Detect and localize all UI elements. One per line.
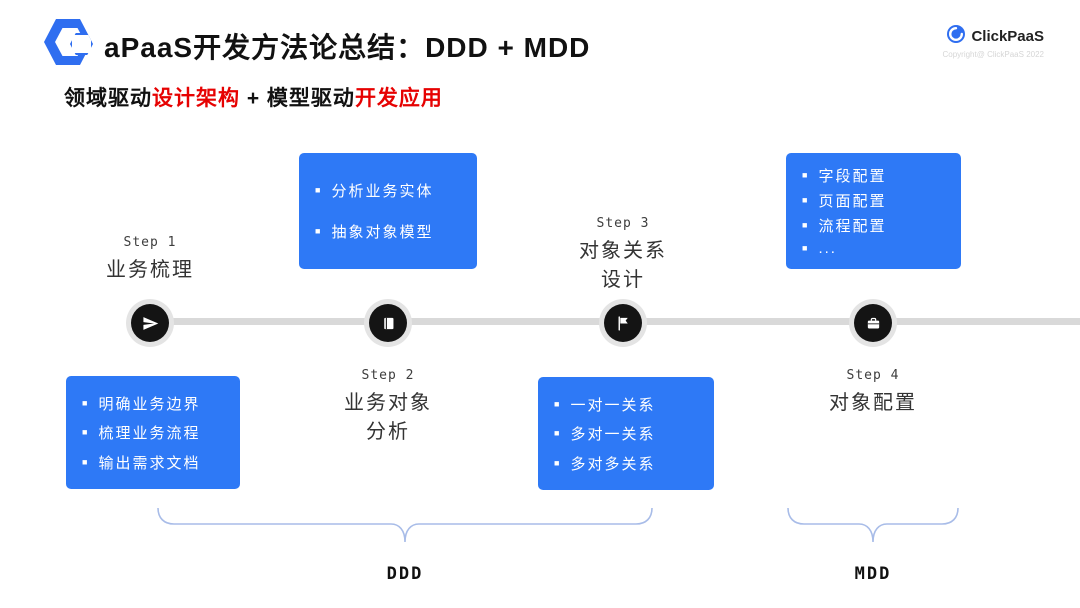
- callout-item-text: 分析业务实体: [331, 183, 434, 201]
- callout-step-1: ■ 明确业务边界 ■ 梳理业务流程 ■ 输出需求文档: [66, 376, 240, 489]
- subtitle-seg1: 领域驱动: [64, 87, 152, 110]
- step-1-label: Step 1 业务梳理: [65, 235, 235, 285]
- step-2-label: Step 2 业务对象 分析: [303, 368, 473, 447]
- callout-item-text: 明确业务边界: [98, 395, 201, 413]
- mdd-brace: [787, 507, 959, 543]
- subtitle-seg3: + 模型驱动: [240, 87, 355, 110]
- paper-plane-icon: [131, 304, 169, 342]
- book-icon: [369, 304, 407, 342]
- callout-item-text: 多对多关系: [570, 455, 656, 473]
- bullet-icon: ■: [554, 457, 562, 468]
- callout-item: ■ 多对多关系: [554, 453, 698, 474]
- callout-item: ■ 分析业务实体: [315, 180, 461, 201]
- bullet-icon: ■: [802, 220, 810, 230]
- bullet-icon: ■: [315, 225, 323, 236]
- callout-item: ■ 流程配置: [802, 215, 945, 236]
- step-2-title-line1: 业务对象: [344, 392, 432, 414]
- bullet-icon: ■: [802, 170, 810, 180]
- callout-item-text: 输出需求文档: [98, 454, 201, 472]
- step-3-label: Step 3 对象关系 设计: [538, 216, 708, 295]
- step-1-title: 业务梳理: [106, 259, 194, 281]
- callout-item-text: 字段配置: [818, 168, 887, 185]
- copyright-text: Copyright@ ClickPaaS 2022: [942, 50, 1044, 59]
- bullet-icon: ■: [554, 428, 562, 438]
- bullet-icon: ■: [82, 397, 90, 408]
- subtitle: 领域驱动设计架构 + 模型驱动开发应用: [64, 82, 443, 112]
- step-3-number: Step 3: [596, 216, 650, 231]
- step-4-label: Step 4 对象配置: [788, 368, 958, 418]
- step-2-title-line2: 分析: [366, 421, 410, 443]
- clickpaas-logo-icon: [946, 24, 966, 49]
- callout-step-4: ■ 字段配置 ■ 页面配置 ■ 流程配置 ■...: [786, 153, 961, 269]
- briefcase-icon: [854, 304, 892, 342]
- step-2-title: 业务对象 分析: [303, 389, 473, 447]
- step-2-node: [364, 299, 412, 347]
- callout-item: ■...: [802, 240, 945, 257]
- step-4-number: Step 4: [846, 368, 900, 383]
- ddd-brace: [157, 507, 653, 543]
- group-label-ddd: DDD: [386, 564, 424, 584]
- callout-item-text: 页面配置: [818, 193, 887, 210]
- callout-item: ■ 梳理业务流程: [82, 422, 224, 443]
- flag-icon: [604, 304, 642, 342]
- callout-step-3: ■ 一对一关系 ■ 多对一关系 ■ 多对多关系: [538, 377, 714, 490]
- callout-item: ■ 字段配置: [802, 165, 945, 186]
- step-4-title: 对象配置: [829, 392, 917, 414]
- step-3-title-line1: 对象关系: [579, 240, 667, 262]
- clickpaas-logo: ClickPaaS Copyright@ ClickPaaS 2022: [942, 24, 1044, 59]
- step-1-node: [126, 299, 174, 347]
- callout-item: ■ 一对一关系: [554, 394, 698, 415]
- callout-item: ■ 抽象对象模型: [315, 221, 461, 242]
- callout-item-text: 一对一关系: [570, 396, 656, 414]
- callout-item: ■ 输出需求文档: [82, 452, 224, 473]
- callout-item-text: 流程配置: [818, 218, 887, 235]
- callout-item-text: 梳理业务流程: [98, 425, 201, 442]
- group-label-mdd: MDD: [854, 564, 892, 584]
- callout-item: ■ 页面配置: [802, 190, 945, 211]
- callout-item: ■ 多对一关系: [554, 423, 698, 444]
- step-2-number: Step 2: [361, 368, 415, 383]
- bullet-icon: ■: [802, 195, 810, 205]
- bullet-icon: ■: [82, 456, 90, 467]
- subtitle-seg4-red: 开发应用: [354, 87, 443, 110]
- step-3-title: 对象关系 设计: [538, 237, 708, 295]
- callout-item-text: ...: [818, 240, 837, 257]
- bullet-icon: ■: [82, 427, 90, 437]
- bullet-icon: ■: [554, 398, 562, 409]
- callout-step-2: ■ 分析业务实体 ■ 抽象对象模型: [299, 153, 477, 269]
- callout-item-text: 多对一关系: [570, 426, 656, 443]
- step-1-number: Step 1: [123, 235, 177, 250]
- callout-item: ■ 明确业务边界: [82, 393, 224, 414]
- step-3-title-line2: 设计: [601, 269, 645, 291]
- hexagon-accent-shape: [70, 33, 93, 55]
- flag-icon-node: [599, 299, 647, 347]
- bullet-icon: ■: [315, 185, 323, 196]
- subtitle-seg2-red: 设计架构: [152, 87, 240, 110]
- step-4-node: [849, 299, 897, 347]
- clickpaas-logo-text: ClickPaaS: [971, 28, 1044, 45]
- callout-item-text: 抽象对象模型: [331, 223, 434, 241]
- group-braces: [157, 507, 959, 543]
- bullet-icon: ■: [802, 243, 810, 253]
- page-title: aPaaS开发方法论总结：DDD + MDD: [104, 32, 591, 63]
